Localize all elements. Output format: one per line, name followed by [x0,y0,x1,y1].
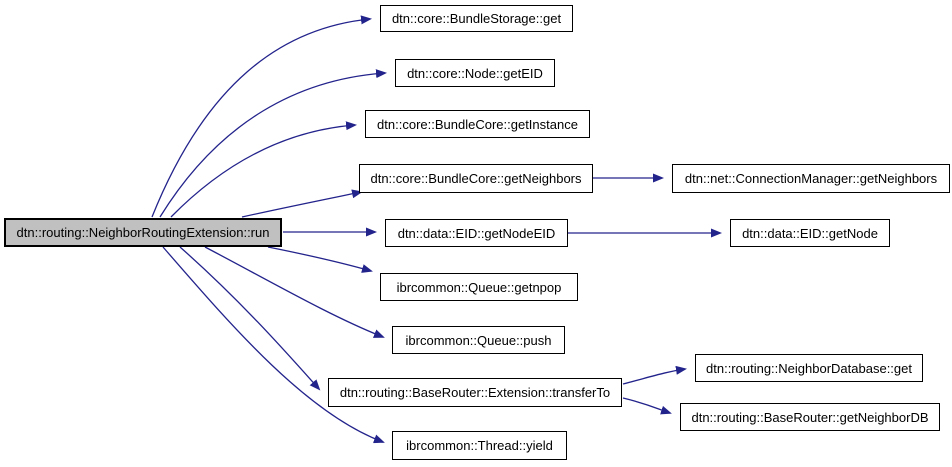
node-neighbordatabase-get[interactable]: dtn::routing::NeighborDatabase::get [695,354,923,382]
edge-run-to-thread-yield [162,246,385,444]
node-bundlecore-getinstance[interactable]: dtn::core::BundleCore::getInstance [365,110,590,138]
node-neighborroutingextension-run: dtn::routing::NeighborRoutingExtension::… [4,218,282,247]
node-bundlecore-getneighbors[interactable]: dtn::core::BundleCore::getNeighbors [359,164,593,193]
node-queue-getnpop[interactable]: ibrcommon::Queue::getnpop [380,273,578,301]
node-node-geteid[interactable]: dtn::core::Node::getEID [395,59,555,87]
edge-transferto-to-getneighbordb [622,397,672,415]
node-bundlestorage-get[interactable]: dtn::core::BundleStorage::get [380,5,573,32]
node-baserouter-getneighbordb[interactable]: dtn::routing::BaseRouter::getNeighborDB [680,403,940,431]
edge-run-to-queue-getnpop [267,246,373,273]
edge-run-to-node-geteid [159,69,387,218]
edge-run-to-transferto [179,246,321,391]
node-thread-yield[interactable]: ibrcommon::Thread::yield [392,431,567,460]
node-eid-getnode[interactable]: dtn::data::EID::getNode [730,219,890,247]
edge-run-to-bundlecore-getneighbors [241,189,363,218]
node-queue-push[interactable]: ibrcommon::Queue::push [392,326,565,354]
edge-run-to-bundlestorage-get [151,15,372,218]
node-baserouter-extension-transferto[interactable]: dtn::routing::BaseRouter::Extension::tra… [328,378,622,407]
edge-run-to-bundlecore-getinstance [170,121,357,218]
edge-transferto-to-neighbordatabase-get [622,365,687,385]
node-connectionmanager-getneighbors[interactable]: dtn::net::ConnectionManager::getNeighbor… [672,164,950,193]
edge-run-to-queue-push [204,246,385,338]
node-eid-getnodeeid[interactable]: dtn::data::EID::getNodeEID [385,219,568,247]
